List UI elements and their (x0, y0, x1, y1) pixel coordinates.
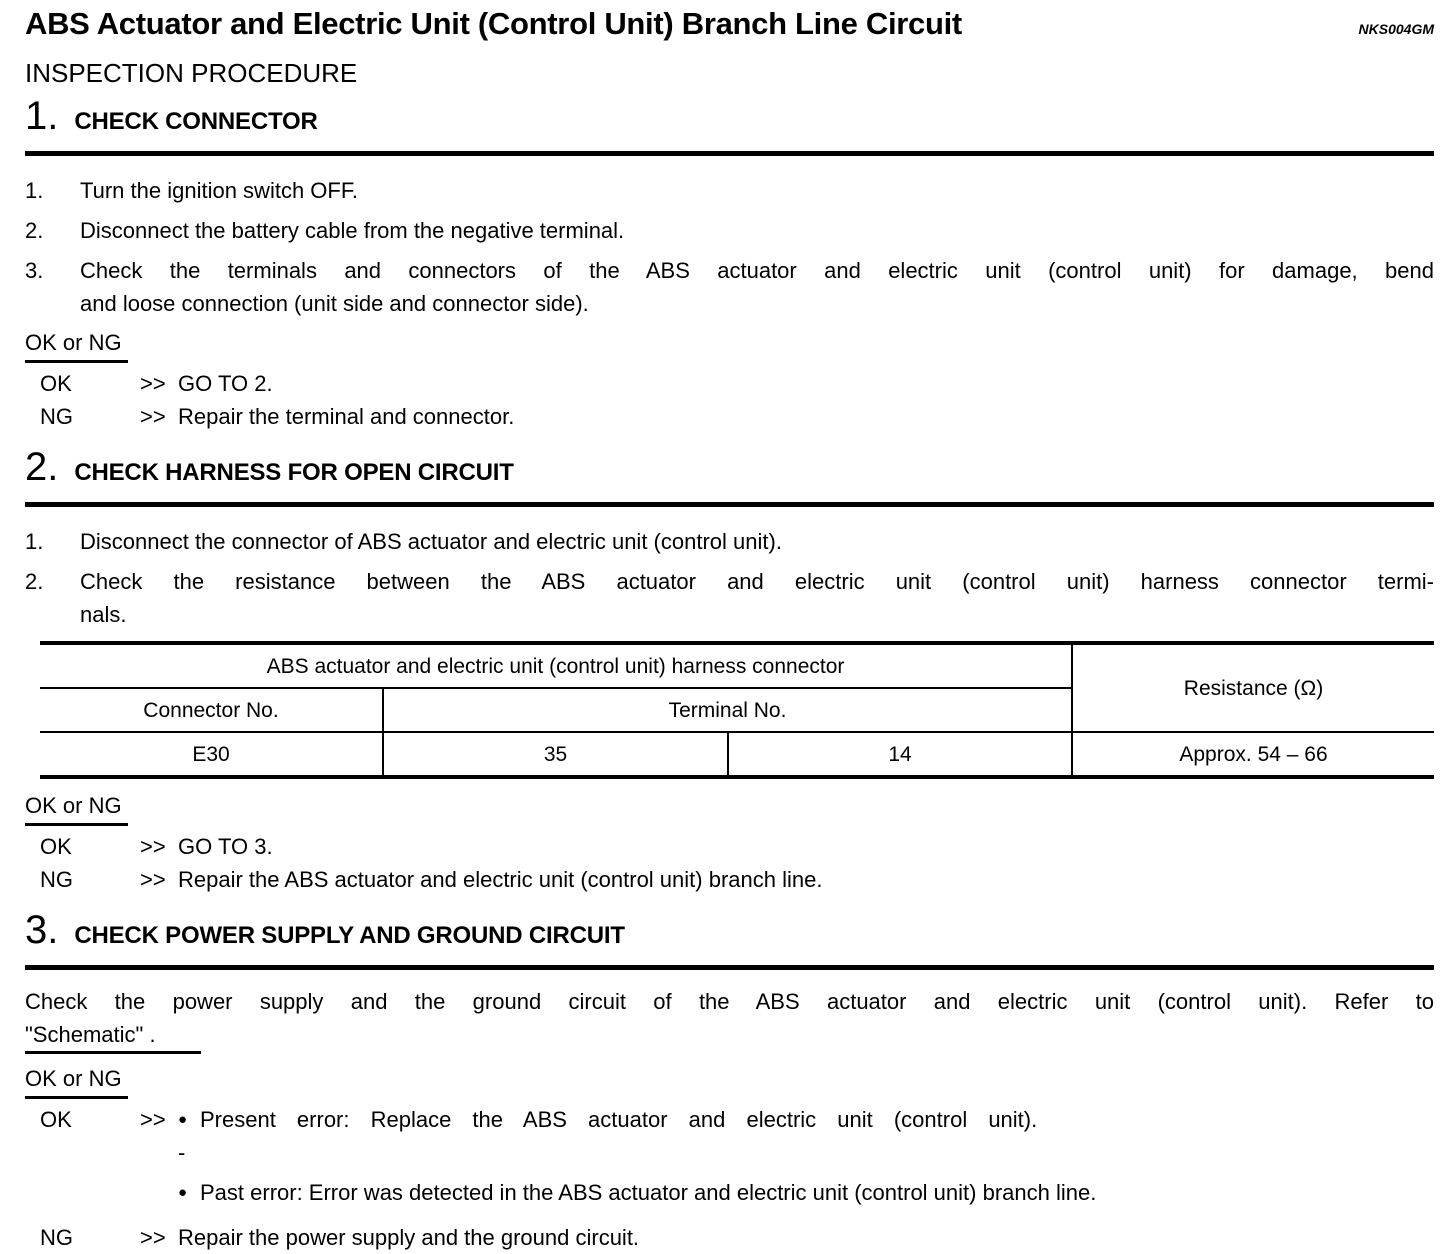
schematic-link[interactable]: "Schematic" . (25, 1018, 201, 1054)
title-row: ABS Actuator and Electric Unit (Control … (25, 6, 1434, 46)
step-text: Check the resistance between the ABS act… (80, 565, 1434, 631)
result-ok-row: OK >> ● Present error: Replace the ABS a… (25, 1103, 1434, 1209)
step-number: 2. (25, 218, 44, 243)
section-2-number: 2. (25, 445, 59, 489)
step-text: Disconnect the battery cable from the ne… (80, 214, 1434, 247)
bullet-item: ● Past error: Error was detected in the … (178, 1176, 1434, 1209)
resistance-value-cell: Approx. 54 – 66 (1071, 732, 1434, 777)
step-text: Check the terminals and connectors of th… (80, 254, 1434, 320)
result-text: Repair the ABS actuator and electric uni… (178, 867, 823, 892)
result-label: NG (40, 1225, 73, 1250)
step-number: 1. (25, 178, 44, 203)
paragraph-line: Check the power supply and the ground ci… (25, 989, 1434, 1014)
section-2-steps: 1. Disconnect the connector of ABS actua… (25, 525, 1434, 631)
section-1-heading: 1. CHECK CONNECTOR (25, 94, 1434, 138)
connector-no-value-cell: E30 (40, 732, 384, 777)
result-ok-row: OK >> GO TO 2. (25, 367, 1434, 400)
step-line: Disconnect the connector of ABS actuator… (80, 529, 782, 554)
result-arrow-icon: >> (140, 1225, 166, 1250)
result-arrow-icon: >> (140, 404, 166, 429)
result-ng-row: NG >> Repair the power supply and the gr… (25, 1221, 1434, 1254)
ok-ng-heading-wrap: OK or NG (25, 326, 1434, 363)
step-number: 2. (25, 569, 44, 594)
page-title: ABS Actuator and Electric Unit (Control … (25, 6, 962, 41)
result-arrow-icon: >> (140, 867, 166, 892)
bullet-text: Past error: Error was detected in the AB… (200, 1180, 1097, 1205)
section-1-results: OK >> GO TO 2. NG >> Repair the terminal… (25, 367, 1434, 433)
section-3-heading: 3. CHECK POWER SUPPLY AND GROUND CIRCUIT (25, 908, 1434, 952)
connector-no-header-cell: Connector No. (40, 688, 384, 733)
ok-ng-heading: OK or NG (25, 1062, 128, 1099)
table-row: ABS actuator and electric unit (control … (40, 643, 1434, 733)
result-arrow-icon: >> (140, 1107, 166, 1132)
step-item: 1. Disconnect the connector of ABS actua… (25, 525, 1434, 558)
section-1-check-connector: 1. CHECK CONNECTOR 1. Turn the ignition … (25, 94, 1434, 433)
horizontal-rule (25, 965, 1434, 970)
ok-ng-heading: OK or NG (25, 789, 128, 826)
step-number: 3. (25, 258, 44, 283)
section-2-heading: 2. CHECK HARNESS FOR OPEN CIRCUIT (25, 445, 1434, 489)
result-ok-row: OK >> GO TO 3. (25, 830, 1434, 863)
step-line: nals. (80, 602, 127, 627)
result-text: Repair the power supply and the ground c… (178, 1225, 640, 1250)
result-ng-row: NG >> Repair the terminal and connector. (25, 400, 1434, 433)
harness-connector-table: ABS actuator and electric unit (control … (40, 641, 1434, 779)
result-label: OK (40, 371, 72, 396)
section-3-title: CHECK POWER SUPPLY AND GROUND CIRCUIT (74, 922, 625, 949)
section-3-check-power-supply: 3. CHECK POWER SUPPLY AND GROUND CIRCUIT… (25, 908, 1434, 1254)
result-label: NG (40, 404, 73, 429)
bullet-item: ● Present error: Replace the ABS actuato… (178, 1103, 1434, 1136)
terminal-no-header-cell: Terminal No. (383, 688, 1072, 733)
step-number: 1. (25, 529, 44, 554)
result-text: GO TO 3. (178, 834, 273, 859)
section-1-number: 1. (25, 94, 59, 138)
horizontal-rule (25, 151, 1434, 156)
harness-connector-header-cell: ABS actuator and electric unit (control … (40, 643, 1072, 689)
doc-code: NKS004GM (1358, 21, 1434, 37)
step-line: and loose connection (unit side and conn… (80, 291, 589, 316)
section-3-number: 3. (25, 908, 59, 952)
result-ng-row: NG >> Repair the ABS actuator and electr… (25, 863, 1434, 896)
step-line: Turn the ignition switch OFF. (80, 178, 358, 203)
step-item: 1. Turn the ignition switch OFF. (25, 174, 1434, 207)
result-text: Repair the terminal and connector. (178, 404, 515, 429)
paragraph-line: "Schematic" . (25, 1018, 1434, 1054)
step-line: Check the terminals and connectors of th… (80, 258, 1434, 283)
section-2-check-harness: 2. CHECK HARNESS FOR OPEN CIRCUIT 1. Dis… (25, 445, 1434, 896)
step-line: Check the resistance between the ABS act… (80, 569, 1434, 594)
step-item: 2. Check the resistance between the ABS … (25, 565, 1434, 631)
table-row: Connector No. Terminal No. (40, 688, 1434, 733)
result-label: OK (40, 1107, 72, 1132)
step-item: 3. Check the terminals and connectors of… (25, 254, 1434, 320)
result-arrow-icon: >> (140, 371, 166, 396)
ok-ng-heading-wrap: OK or NG (25, 1062, 1434, 1099)
step-text: Disconnect the connector of ABS actuator… (80, 525, 1434, 558)
inspection-procedure-label: INSPECTION PROCEDURE (25, 58, 358, 88)
resistance-header-cell: Resistance (Ω) (1071, 643, 1434, 733)
section-1-steps: 1. Turn the ignition switch OFF. 2. Disc… (25, 174, 1434, 320)
section-3-results: OK >> ● Present error: Replace the ABS a… (25, 1103, 1434, 1254)
table-row: E30 35 14 Approx. 54 – 66 (40, 732, 1434, 777)
section-1-title: CHECK CONNECTOR (74, 108, 318, 135)
ok-bullet-list: ● Present error: Replace the ABS actuato… (178, 1103, 1434, 1209)
dash-mark: - (178, 1140, 186, 1165)
result-text: GO TO 2. (178, 371, 273, 396)
terminal-value-cell-1: 35 (383, 732, 729, 777)
section-2-title: CHECK HARNESS FOR OPEN CIRCUIT (74, 459, 514, 486)
step-line: Disconnect the battery cable from the ne… (80, 218, 625, 243)
result-label: OK (40, 834, 72, 859)
result-arrow-icon: >> (140, 834, 166, 859)
step-text: Turn the ignition switch OFF. (80, 174, 1434, 207)
ok-ng-heading: OK or NG (25, 326, 128, 363)
ok-ng-heading-wrap: OK or NG (25, 789, 1434, 826)
horizontal-rule (25, 502, 1434, 507)
result-label: NG (40, 867, 73, 892)
bullet-text: Present error: Replace the ABS actuator … (200, 1107, 1038, 1132)
section-2-results: OK >> GO TO 3. NG >> Repair the ABS actu… (25, 830, 1434, 896)
step-item: 2. Disconnect the battery cable from the… (25, 214, 1434, 247)
bullet-icon: ● (178, 1111, 188, 1128)
terminal-value-cell-2: 14 (728, 732, 1073, 777)
section-3-paragraph: Check the power supply and the ground ci… (25, 985, 1434, 1054)
bullet-icon: ● (178, 1184, 188, 1201)
